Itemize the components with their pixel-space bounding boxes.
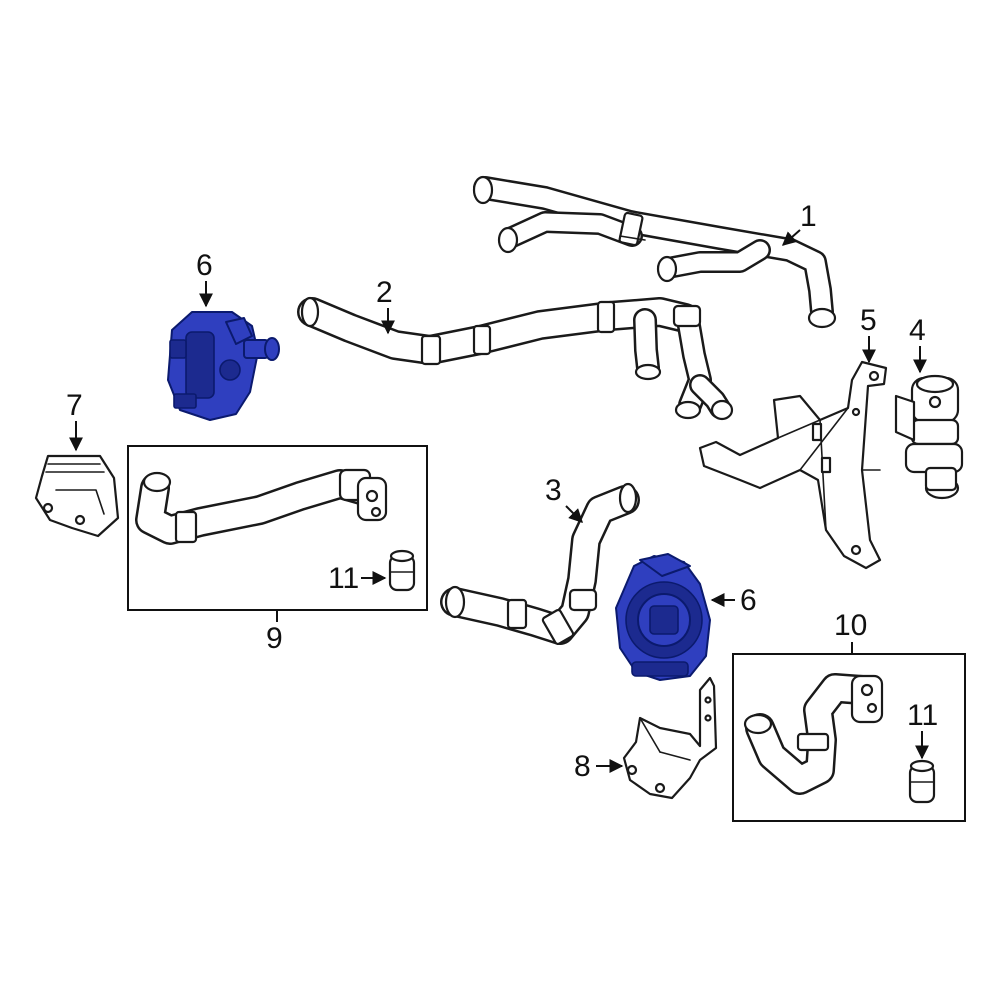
part-7-mounting-bracket[interactable] — [34, 454, 120, 538]
part-1-coolant-hose-assembly[interactable] — [472, 175, 837, 329]
callout-number-8: 8 — [574, 750, 591, 783]
callout-7: 7 — [66, 389, 83, 452]
part-4-control-valve[interactable] — [894, 374, 964, 500]
callout-number-10: 10 — [834, 609, 867, 642]
callout-11-right: 11 — [907, 699, 938, 760]
callout-number-11-right: 11 — [907, 699, 938, 732]
part-2-coolant-hose[interactable] — [297, 296, 734, 421]
part-6-auxiliary-water-pump-center[interactable] — [615, 553, 711, 681]
callout-number-6-upper: 6 — [196, 249, 213, 282]
callout-number-9: 9 — [266, 622, 283, 655]
part-11-connector-left[interactable] — [388, 549, 416, 592]
callout-2: 2 — [376, 276, 395, 335]
callout-number-1: 1 — [800, 200, 817, 233]
callout-10: 10 — [834, 609, 867, 654]
part-6-auxiliary-water-pump-upper[interactable] — [167, 311, 280, 421]
callout-6-upper: 6 — [196, 249, 213, 308]
callout-number-3: 3 — [545, 474, 562, 507]
leader-arrow-1 — [781, 229, 801, 246]
callout-number-6-center: 6 — [740, 584, 757, 617]
callout-6-center: 6 — [710, 584, 757, 617]
callout-number-4: 4 — [909, 314, 926, 347]
callout-8: 8 — [574, 750, 624, 783]
callout-9: 9 — [266, 610, 283, 655]
callout-number-2: 2 — [376, 276, 393, 309]
kit-box-10 — [732, 653, 966, 822]
callout-1: 1 — [781, 200, 817, 246]
callout-4: 4 — [909, 314, 927, 374]
part-8-mounting-bracket[interactable] — [622, 676, 718, 800]
callout-number-7: 7 — [66, 389, 83, 422]
callout-number-11-left: 11 — [328, 562, 359, 595]
part-9-hose-kit-box[interactable] — [127, 445, 428, 611]
callout-3: 3 — [545, 474, 583, 523]
leader-arrow-3 — [565, 505, 583, 523]
part-3-coolant-hose[interactable] — [440, 482, 640, 645]
part-5-bracket[interactable] — [698, 360, 888, 570]
part-11-connector-right[interactable] — [908, 759, 936, 804]
part-10-hose-kit-box[interactable] — [732, 653, 966, 822]
callout-number-5: 5 — [860, 304, 877, 337]
callout-11-left: 11 — [328, 562, 387, 595]
callout-5: 5 — [860, 304, 877, 364]
